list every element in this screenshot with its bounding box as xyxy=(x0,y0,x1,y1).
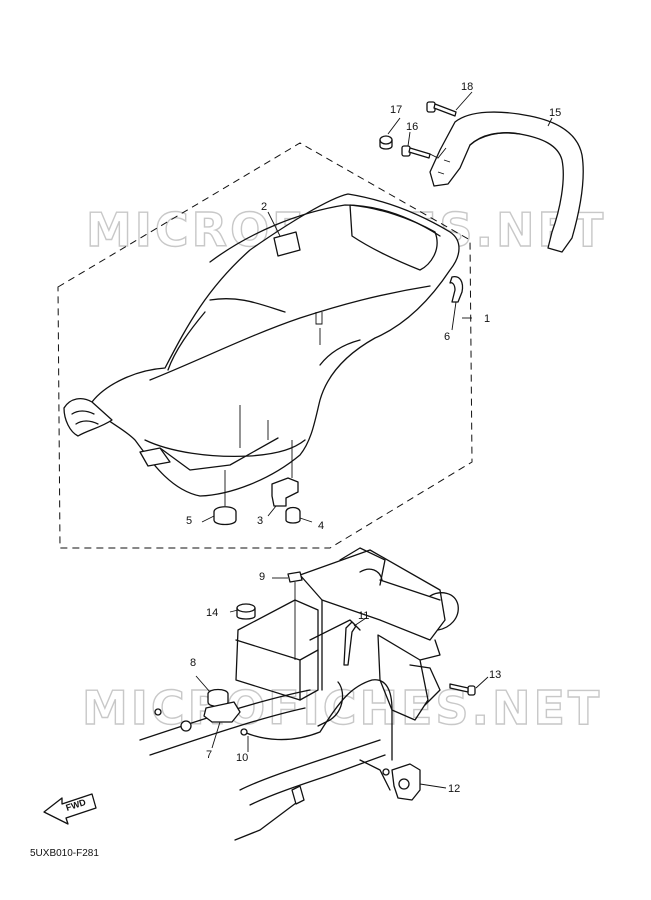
seat-label-part xyxy=(273,231,301,257)
callout-11: 11 xyxy=(358,610,369,622)
cable-band-part xyxy=(343,621,357,666)
callout-4: 4 xyxy=(318,520,324,532)
bolt-13-part xyxy=(449,683,476,696)
seat-lock-bracket-part xyxy=(203,701,241,723)
forward-direction-icon: FWD xyxy=(43,793,97,825)
callout-7: 7 xyxy=(206,749,212,761)
callout-8: 8 xyxy=(190,657,196,669)
callout-3: 3 xyxy=(257,515,263,527)
seat-cushion-part xyxy=(213,506,237,526)
callout-14: 14 xyxy=(206,607,218,619)
damper-nut-part xyxy=(287,571,303,583)
callout-5: 5 xyxy=(186,515,192,527)
bolt-16-part xyxy=(401,145,431,159)
seat-damper-part xyxy=(285,506,301,524)
callout-12: 12 xyxy=(448,783,460,795)
callout-6: 6 xyxy=(444,331,450,343)
seat-assembly-boundary xyxy=(57,142,473,549)
seat-bracket-part xyxy=(271,477,299,507)
leader-lines xyxy=(195,91,553,789)
callout-1: 1 xyxy=(484,313,490,325)
callout-13: 13 xyxy=(489,669,501,681)
seat-lock-cable-part xyxy=(243,679,393,761)
frame-illustration xyxy=(139,547,459,841)
callout-15: 15 xyxy=(549,107,561,119)
rubber-damper-part xyxy=(236,603,256,620)
bolt-18-part xyxy=(426,101,457,117)
callout-16: 16 xyxy=(406,121,418,133)
seat-hook-part xyxy=(449,276,464,303)
callout-10: 10 xyxy=(236,752,248,764)
grab-bar-part xyxy=(429,111,584,253)
collar-17-part xyxy=(379,135,393,150)
callout-18: 18 xyxy=(461,81,473,93)
callout-labels: 1 2 3 4 5 6 7 8 9 10 11 12 13 14 15 16 1… xyxy=(186,81,561,795)
diagram-code: 5UXB010-F281 xyxy=(30,848,99,859)
seat-illustration xyxy=(63,193,460,497)
lock-damper-part xyxy=(207,688,229,708)
callout-2: 2 xyxy=(261,201,267,213)
callout-17: 17 xyxy=(390,104,402,116)
seat-lock-part xyxy=(382,763,421,801)
callout-9: 9 xyxy=(259,571,265,583)
